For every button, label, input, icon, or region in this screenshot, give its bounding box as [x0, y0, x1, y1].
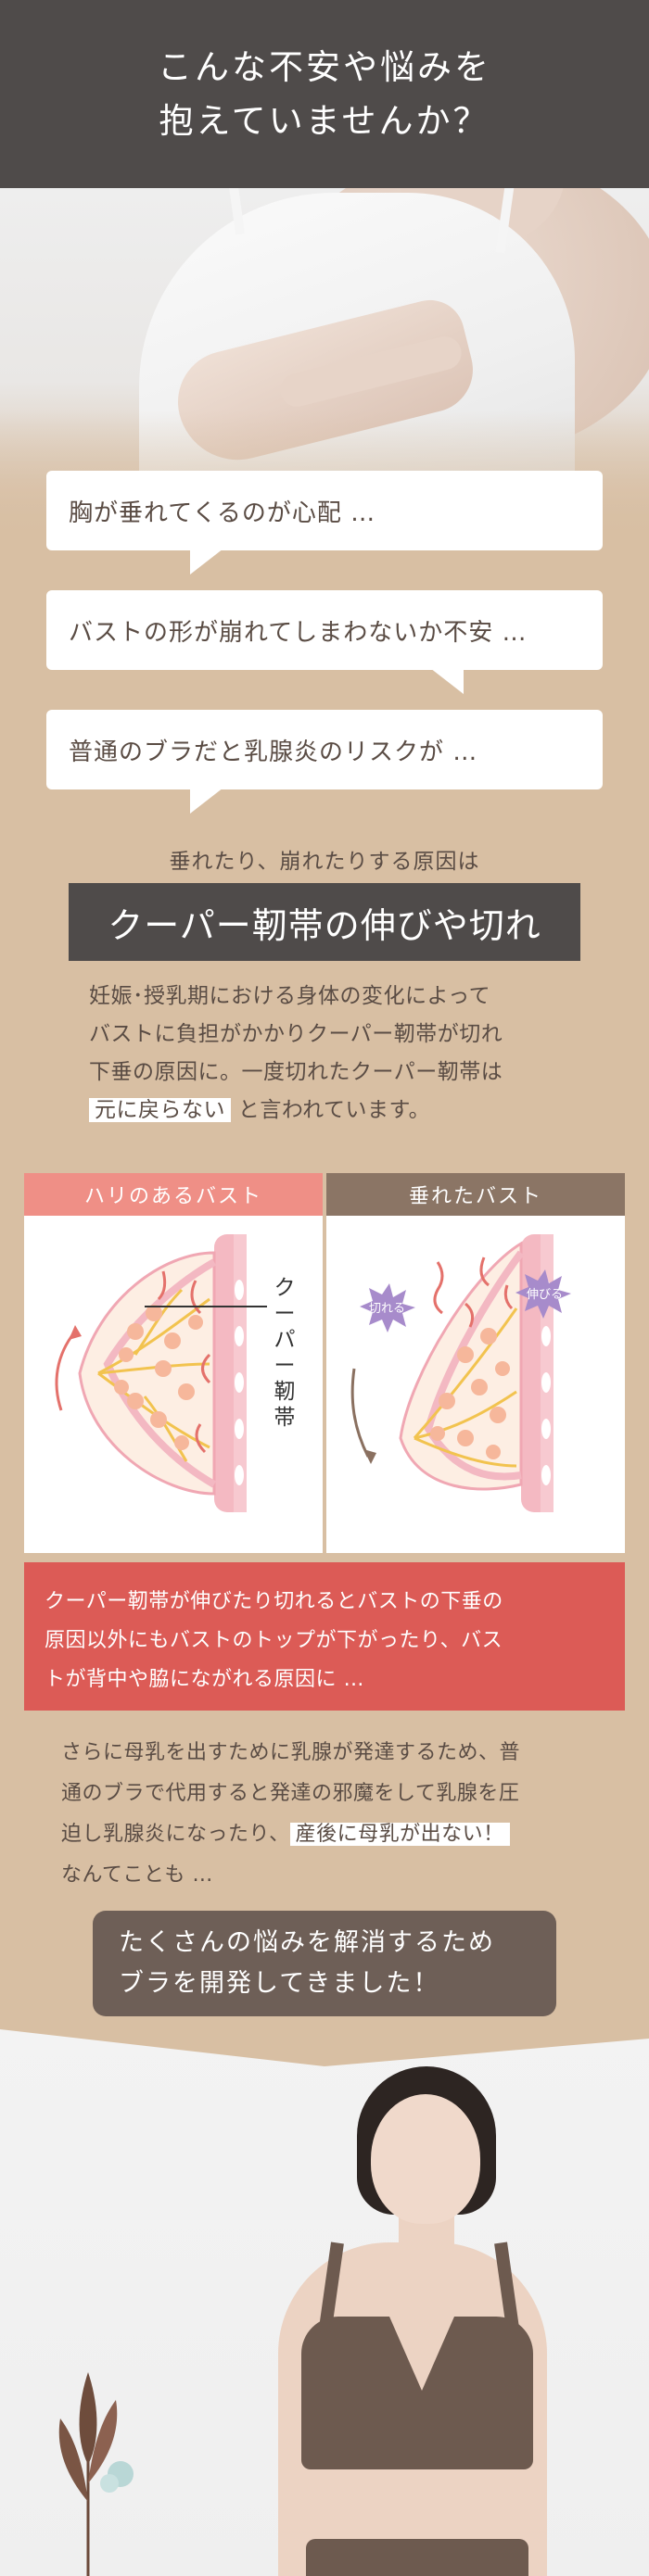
model-face [371, 2094, 480, 2224]
header-banner: こんな不安や悩みを 抱えていませんか？ [0, 0, 649, 188]
mastitis-paragraph: さらに母乳を出すために乳腺が発達するため、普 通のブラで代用すると発達の邪魔をし… [61, 1733, 599, 1896]
diagram-firm-title: ハリのあるバスト [24, 1173, 323, 1216]
cause-line-3: 下垂の原因に。一度切れたクーパー靭帯は [89, 1060, 503, 1084]
mastitis-line-2: 通のブラで代用すると発達の邪魔をして乳腺を圧 [61, 1782, 520, 1805]
firm-bust-illustration [55, 1234, 267, 1512]
cause-line-1: 妊娠･授乳期における身体の変化によって [89, 984, 491, 1008]
diagram-sagging-bust: 垂れたバスト [326, 1173, 625, 1553]
dried-flower-decoration [58, 2372, 134, 2576]
worry-bubble-2: バストの形が崩れてしまわないか不安 … [46, 590, 603, 694]
diagram-firm-bust: ハリのあるバスト [24, 1173, 323, 1553]
cause-tail: と言われています。 [237, 1098, 431, 1122]
mastitis-line-4: なんてことも … [61, 1863, 213, 1887]
mastitis-highlight: 産後に母乳が出ない！ [289, 1823, 510, 1846]
mastitis-line-1: さらに母乳を出すために乳腺が発達するため、普 [61, 1741, 521, 1764]
cause-title: クーパー靭帯の伸びや切れ [108, 904, 541, 946]
ligament-label: クーパー靭帯 [274, 1276, 296, 1430]
development-text: たくさんの悩みを解消するため ブラを開発してきました！ [119, 1928, 495, 1998]
worry-bubble-3: 普通のブラだと乳腺炎のリスクが … [46, 710, 603, 814]
header-title: こんな不安や悩みを 抱えていませんか？ [158, 46, 491, 141]
burst-cut-label: 切れる [369, 1302, 405, 1316]
worry-bubble-1: 胸が垂れてくるのが心配 … [46, 471, 603, 575]
warning-line-2: 原因以外にもバストのトップが下がったり、バス [45, 1629, 503, 1652]
development-box: たくさんの悩みを解消するため ブラを開発してきました！ [93, 1911, 556, 2016]
cause-line-2: バストに負担がかかりクーパー靭帯が切れ [89, 1022, 503, 1046]
cause-intro: 垂れたり、崩れたりする原因は [169, 850, 480, 874]
cause-highlight: 元に戻らない [89, 1098, 231, 1122]
sagging-bust-illustration: 切れる 伸びる [350, 1234, 571, 1512]
cause-paragraph: 妊娠･授乳期における身体の変化によって バストに負担がかかりクーパー靭帯が切れ … [89, 978, 590, 1130]
warning-line-3: トが背中や脇にながれる原因に … [45, 1668, 364, 1691]
warning-line-1: クーパー靭帯が伸びたり切れるとバストの下垂の [45, 1590, 503, 1613]
warning-box: クーパー靭帯が伸びたり切れるとバストの下垂の 原因以外にもバストのトップが下がっ… [24, 1562, 625, 1711]
model-photo [0, 2020, 649, 2576]
worry-text-3: 普通のブラだと乳腺炎のリスクが … [69, 738, 478, 766]
diagram-sagging-title: 垂れたバスト [326, 1173, 625, 1216]
worry-text-2: バストの形が崩れてしまわないか不安 … [69, 618, 528, 647]
mastitis-line-3: 迫し乳腺炎になったり、産後に母乳が出ない！ [61, 1814, 599, 1855]
worry-text-1: 胸が垂れてくるのが心配 … [69, 499, 376, 527]
cause-title-box: クーパー靭帯の伸びや切れ [69, 883, 580, 961]
mastitis-line-3-pre: 迫し乳腺炎になったり、 [61, 1823, 290, 1846]
cause-line-4: 元に戻らない と言われています。 [89, 1092, 590, 1130]
model-shorts [306, 2539, 528, 2576]
burst-stretch-label: 伸びる [527, 1288, 563, 1302]
